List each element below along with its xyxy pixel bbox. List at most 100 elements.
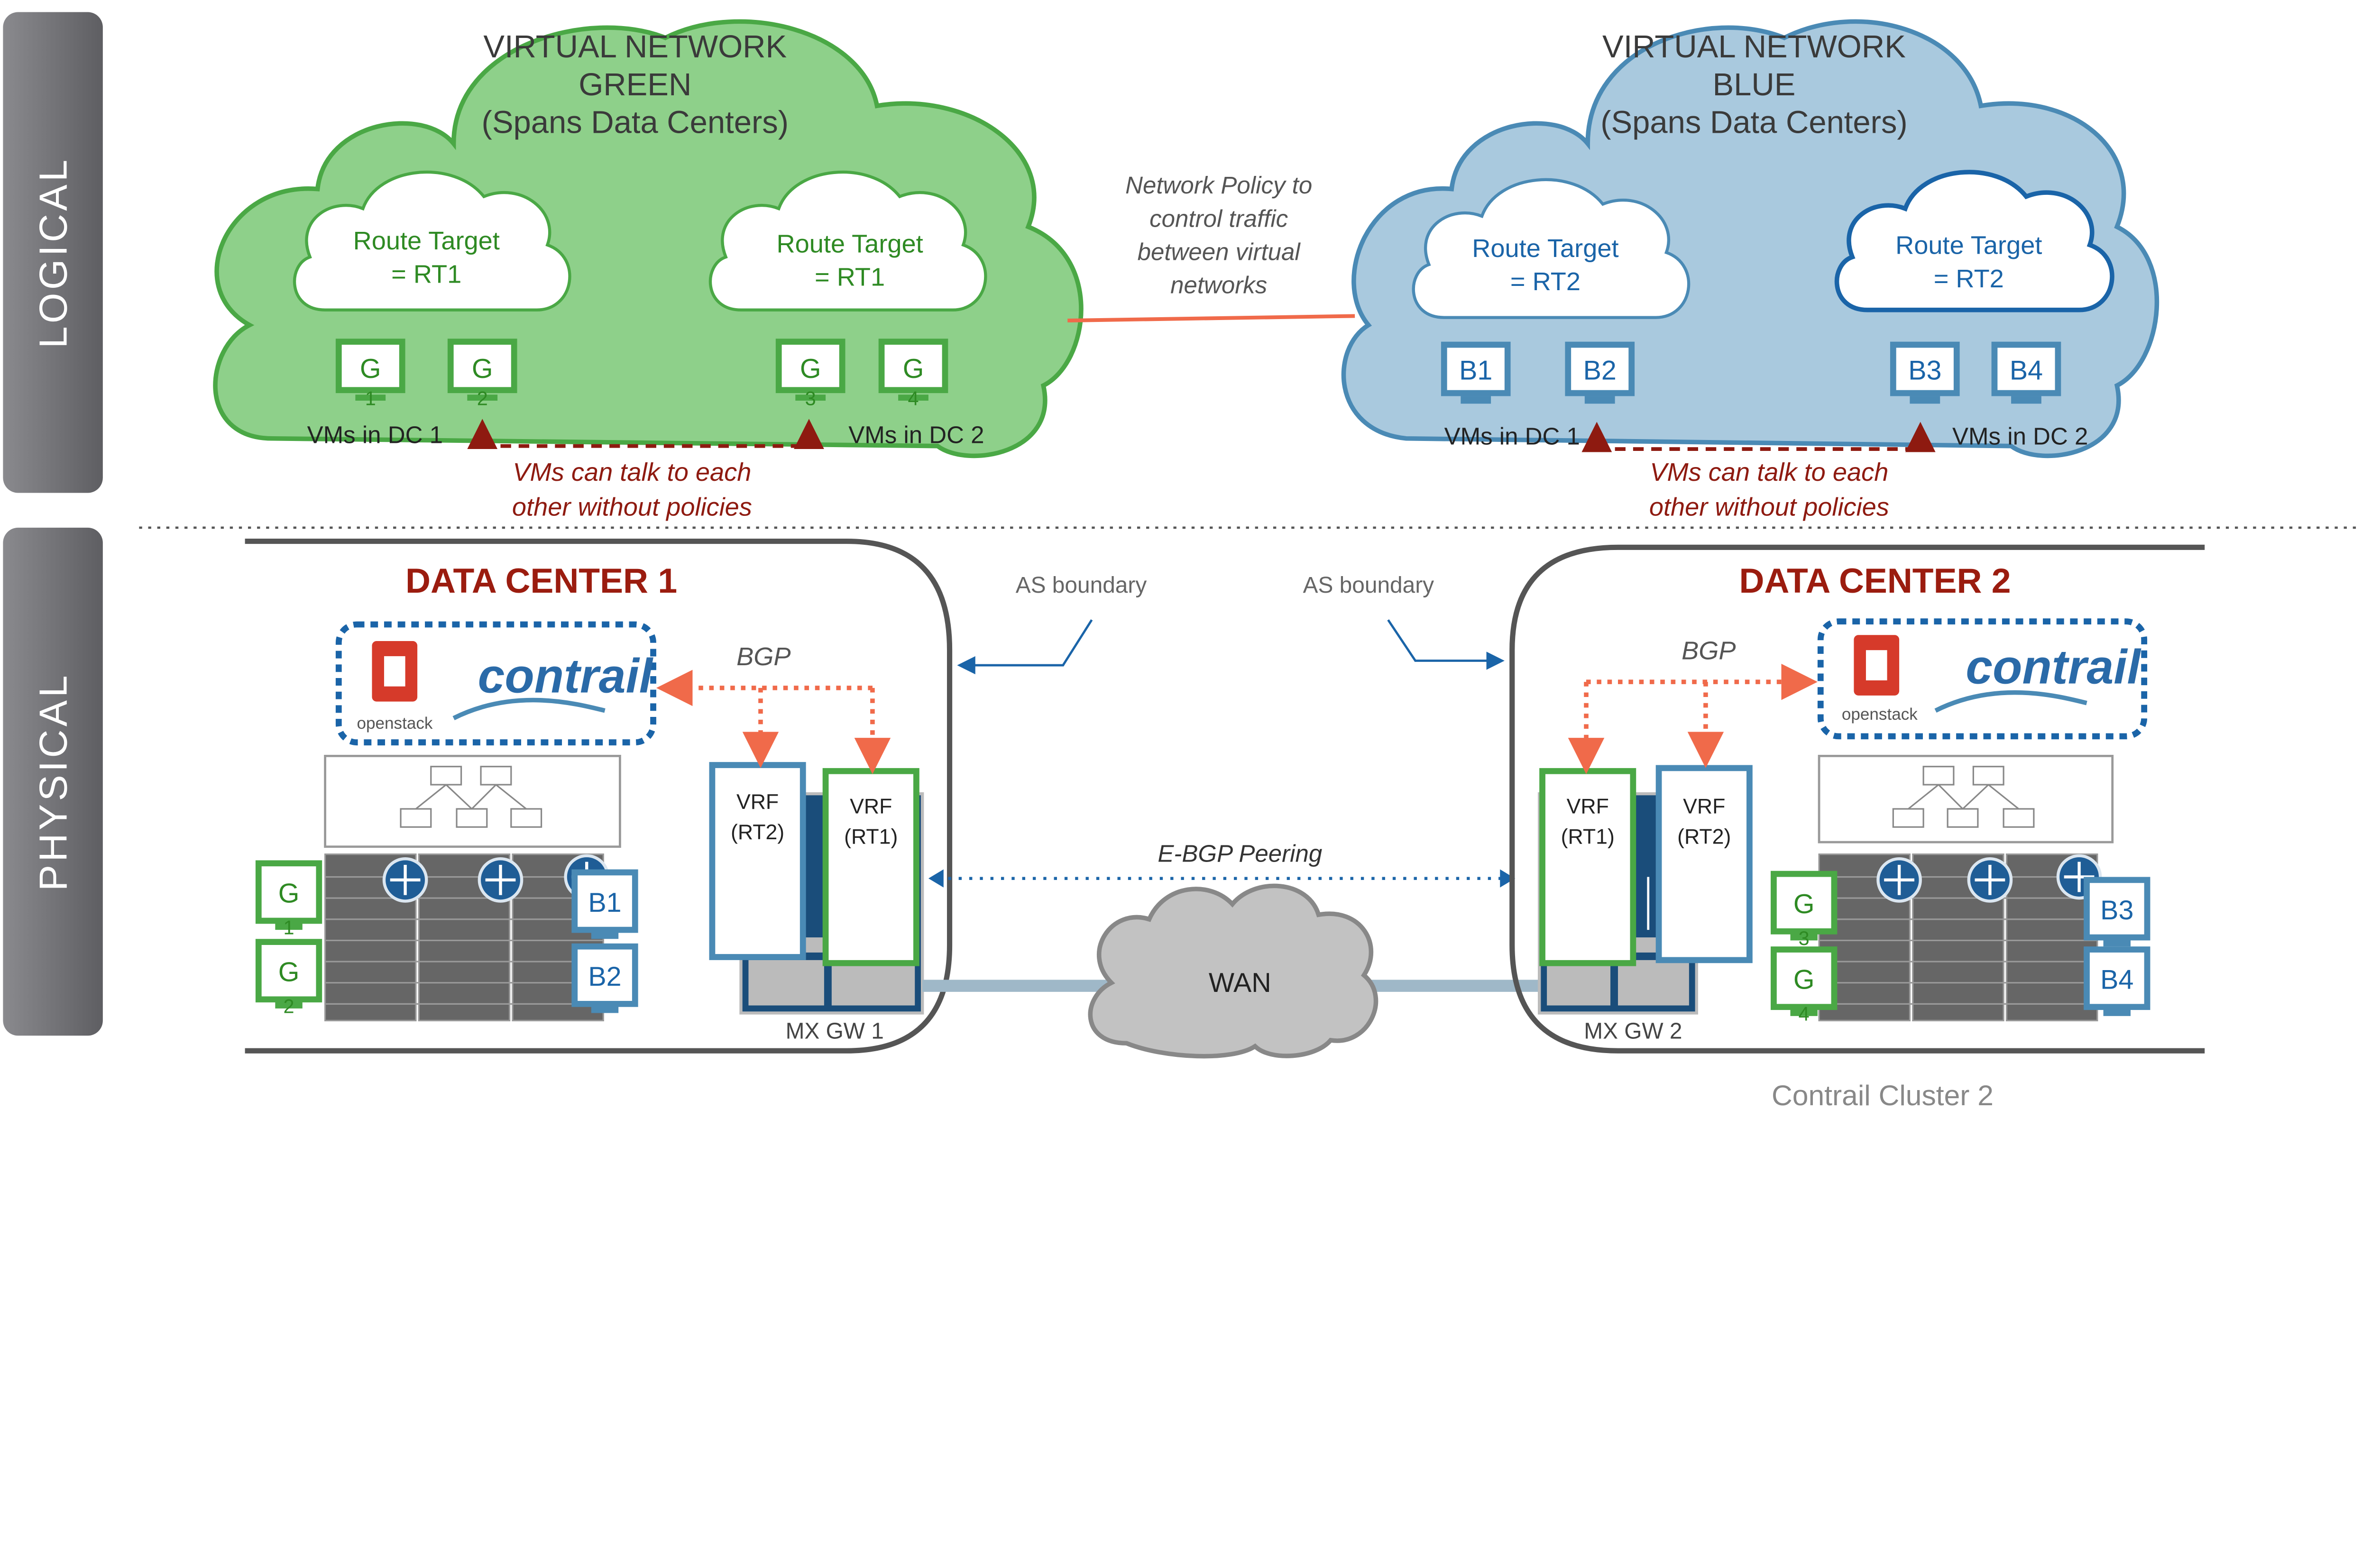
dc1-title: DATA CENTER 1 (405, 561, 677, 600)
logical-label: LOGICAL (31, 157, 75, 348)
openstack-contrail-controller: openstack contrail (1817, 618, 2148, 740)
as-boundary-arrow (1387, 619, 1505, 670)
vm-monitor: B2 (571, 943, 638, 1013)
vm-monitor: B3 (1890, 341, 1960, 404)
server-racks (324, 853, 604, 1022)
vm-monitor: G1 (255, 860, 322, 939)
blue-title-1: VIRTUAL NETWORK (1602, 29, 1906, 64)
bgp-arrows (656, 669, 891, 774)
openstack-logo-text: openstack (357, 714, 433, 733)
svg-text:G: G (903, 354, 924, 384)
svg-text:2: 2 (284, 995, 294, 1017)
vm-monitor: G2 (255, 939, 322, 1017)
physical-label: PHYSICAL (31, 672, 75, 891)
vm-monitor: B1 (571, 869, 638, 939)
contrail-logo-text: contrail (1966, 640, 2141, 694)
vms-dc2-label: VMs in DC 2 (1952, 422, 2088, 449)
vm-monitor: B2 (1565, 341, 1635, 404)
policy-note: control traffic (1149, 205, 1288, 232)
route-target-value: = RT2 (1510, 267, 1581, 296)
green-title-2: GREEN (579, 67, 691, 102)
wan-label: WAN (1209, 968, 1271, 998)
route-target-value: = RT2 (1934, 265, 2004, 293)
route-target-value: = RT1 (391, 260, 461, 288)
bgp-label: BGP (736, 642, 790, 671)
svg-text:(RT1): (RT1) (844, 825, 898, 848)
vm-monitor: B3 (2084, 877, 2150, 947)
route-target-value: = RT1 (815, 263, 885, 292)
router-icon (1876, 857, 1922, 903)
route-target-cloud (1834, 170, 2114, 312)
router-icon (382, 857, 428, 903)
blue-note-1: VMs can talk to each (1650, 458, 1888, 486)
vm-monitor: B1 (1441, 341, 1511, 404)
policy-note: between virtual (1138, 238, 1301, 265)
contrail-wave-icon (452, 697, 606, 720)
green-title-3: (Spans Data Centers) (482, 105, 789, 140)
logical-bar: LOGICAL (3, 12, 103, 493)
route-target-cloud (293, 170, 571, 312)
router-icon (1967, 857, 2013, 903)
route-target-cloud (708, 170, 987, 312)
route-target-label: Route Target (1895, 231, 2042, 260)
contrail-wave-icon (1934, 690, 2087, 713)
physical-bar: PHYSICAL (3, 527, 103, 1036)
svg-text:B1: B1 (1459, 355, 1492, 385)
svg-text:VRF: VRF (1567, 795, 1609, 818)
svg-text:1: 1 (284, 917, 294, 939)
svg-text:G: G (278, 957, 300, 988)
cluster-label: Contrail Cluster 2 (1772, 1079, 1994, 1111)
blue-title-3: (Spans Data Centers) (1600, 105, 1908, 140)
vm-monitor: G4 (1771, 946, 1838, 1025)
bgp-arrows (1568, 663, 1818, 774)
svg-text:B4: B4 (2010, 355, 2043, 385)
policy-note: networks (1170, 272, 1267, 299)
svg-text:VRF: VRF (1683, 795, 1725, 818)
network-policy-line (1067, 314, 1355, 323)
svg-text:G: G (1793, 889, 1815, 919)
route-target-label: Route Target (1472, 234, 1618, 263)
server-racks (1818, 853, 2098, 1022)
svg-text:3: 3 (1799, 927, 1810, 949)
svg-text:4: 4 (1799, 1002, 1810, 1025)
svg-text:VRF: VRF (850, 795, 892, 818)
svg-text:(RT2): (RT2) (731, 821, 784, 844)
svg-text:B1: B1 (588, 888, 621, 918)
blue-title-2: BLUE (1713, 67, 1796, 102)
svg-text:G: G (278, 879, 300, 909)
green-note-2: other without policies (512, 493, 752, 521)
router-icon (478, 857, 524, 903)
openstack-logo-text: openstack (1842, 705, 1918, 724)
as-boundary-label: AS boundary (1303, 573, 1434, 598)
svg-text:3: 3 (805, 387, 816, 410)
data-center-2: DATA CENTER 2 openstack contrail G3 G4 B… (1509, 544, 2205, 1054)
svg-text:B3: B3 (1908, 355, 1941, 385)
mx-gw1-label: MX GW 1 (786, 1019, 884, 1044)
ebgp-peering-label: E-BGP Peering (1158, 840, 1322, 867)
vrf-rt1: VRF (RT1) (822, 768, 919, 966)
vms-dc1-label: VMs in DC 1 (1444, 422, 1580, 449)
contrail-logo-text: contrail (478, 649, 654, 703)
svg-text:G: G (360, 354, 381, 384)
svg-text:4: 4 (908, 387, 919, 410)
svg-text:2: 2 (477, 387, 488, 410)
openstack-logo-icon (1854, 635, 1900, 696)
policy-note: Network Policy to (1125, 172, 1312, 199)
svg-text:G: G (1793, 964, 1815, 995)
route-target-label: Route Target (776, 230, 923, 258)
svg-text:1: 1 (365, 387, 376, 410)
vrf-rt2: VRF(RT2) (1655, 765, 1753, 963)
vm-monitor: G1 (335, 339, 405, 410)
green-title-1: VIRTUAL NETWORK (483, 29, 787, 64)
green-virtual-network: VIRTUAL NETWORK GREEN (Spans Data Center… (213, 19, 1084, 521)
mx-gw2-label: MX GW 2 (1584, 1019, 1682, 1044)
fabric-switch-diagram (1818, 754, 2114, 844)
route-target-cloud (1412, 178, 1691, 319)
green-note-1: VMs can talk to each (513, 458, 751, 486)
bgp-label: BGP (1682, 636, 1736, 665)
wan-cloud-icon (1088, 883, 1378, 1059)
vm-monitor: G3 (1771, 871, 1838, 949)
vrf-rt1: VRF(RT1) (1539, 768, 1636, 966)
blue-note-2: other without policies (1649, 493, 1889, 521)
svg-text:VRF: VRF (736, 790, 779, 814)
